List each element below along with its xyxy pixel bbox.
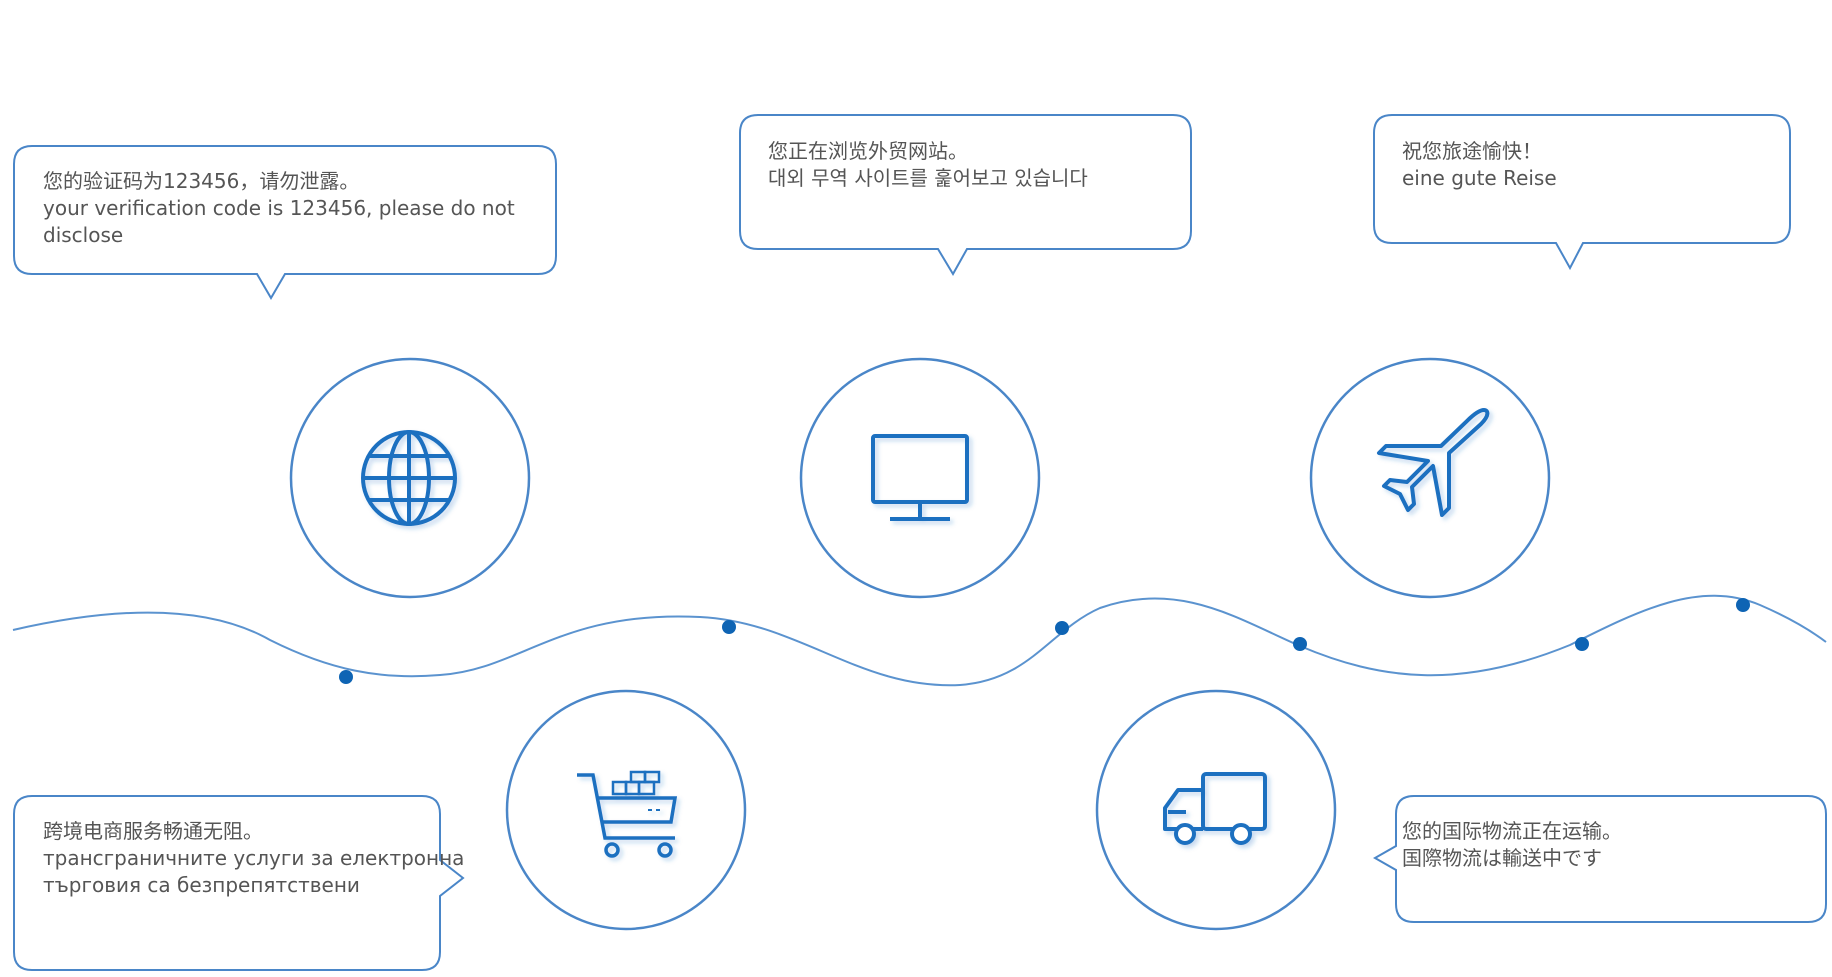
bubble-line: 国際物流は輸送中です	[1402, 846, 1602, 870]
icon-circle-cart	[505, 689, 747, 931]
bubble-line: 您的验证码为123456，请勿泄露。	[43, 169, 360, 193]
bubble-line: 祝您旅途愉快！	[1402, 139, 1542, 163]
speech-bubble-5	[1372, 795, 1827, 923]
timeline-dot	[339, 670, 353, 684]
bubble-line: търговия са безпрепятствени	[43, 873, 360, 897]
bubble-line: your verification code is 123456, please…	[43, 196, 515, 220]
bubble-line: 跨境电商服务畅通无阻。	[43, 819, 263, 843]
timeline-wave	[12, 594, 1827, 687]
bubble-line: 您正在浏览外贸网站。	[768, 139, 968, 163]
icon-circle-airplane	[1309, 357, 1551, 599]
monitor-icon	[871, 434, 969, 521]
timeline-dot	[1055, 621, 1069, 635]
bubble-text-travel: 祝您旅途愉快！ eine gute Reise	[1402, 138, 1557, 192]
timeline-dot	[1575, 637, 1589, 651]
bubble-text-browsing: 您正在浏览外贸网站。 대외 무역 사이트를 훑어보고 있습니다	[768, 138, 1088, 192]
bubble-line: eine gute Reise	[1402, 166, 1557, 190]
airplane-icon	[1377, 408, 1490, 517]
delivery-truck-icon	[1163, 772, 1267, 845]
timeline-dot	[1293, 637, 1307, 651]
icon-circle-truck	[1095, 689, 1337, 931]
bubble-line: disclose	[43, 223, 124, 247]
icon-circle-monitor	[799, 357, 1041, 599]
bubble-line: 대외 무역 사이트를 훑어보고 있습니다	[768, 166, 1088, 190]
bubble-line: трансграничните услуги за електронна	[43, 846, 465, 870]
bubble-text-ecommerce: 跨境电商服务畅通无阻。 трансграничните услуги за ел…	[43, 818, 464, 899]
bubble-text-verification: 您的验证码为123456，请勿泄露。 your verification cod…	[43, 168, 515, 249]
timeline-dot	[1736, 598, 1750, 612]
speech-bubble-2	[739, 114, 1192, 276]
bubble-text-logistics: 您的国际物流正在运输。 国際物流は輸送中です	[1402, 818, 1622, 872]
bubble-line: 您的国际物流正在运输。	[1402, 819, 1622, 843]
globe-icon	[361, 430, 457, 526]
speech-bubble-4	[13, 795, 465, 971]
speech-bubble-3	[1373, 114, 1791, 271]
speech-bubble-1	[13, 145, 557, 300]
shopping-cart-icon	[577, 770, 678, 858]
timeline-dot	[722, 620, 736, 634]
